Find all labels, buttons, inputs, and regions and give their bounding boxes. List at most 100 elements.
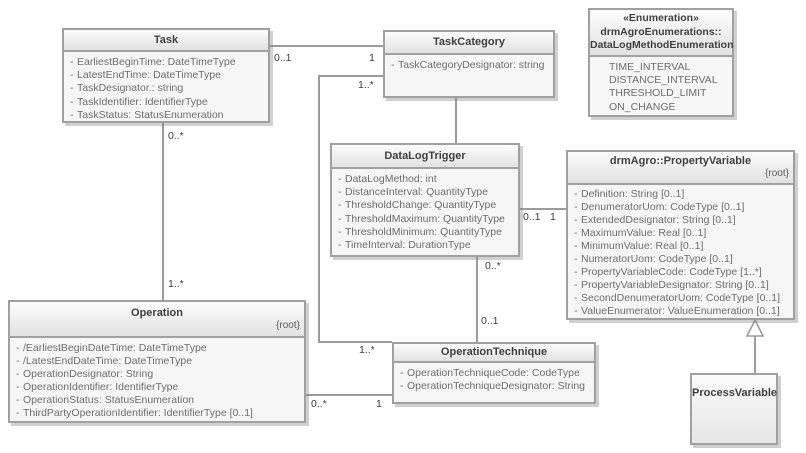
attribute-text: ValueEnumerator: ValueEnumeration [0..1]	[581, 305, 780, 317]
attribute-row: -TaskStatus: StatusEnumeration	[64, 109, 268, 122]
class-title-bar: drmAgro::PropertyVariable {root}	[568, 152, 793, 185]
attribute-text: OperationDesignator: String	[23, 368, 154, 380]
attribute-row: -Definition: String [0..1]	[568, 188, 793, 201]
visibility-marker: -	[391, 59, 395, 71]
attribute-row: -PropertyVariableCode: CodeType [1..*]	[568, 266, 793, 279]
connector-processvariable-propertyvariable[interactable]	[754, 336, 756, 373]
attribute-text: DistanceInterval: QuantityType	[345, 186, 488, 199]
visibility-marker: -	[338, 212, 342, 225]
class-taskcategory[interactable]: TaskCategory -TaskCategoryDesignator: st…	[383, 30, 555, 98]
visibility-marker: -	[70, 82, 74, 95]
attribute-row: -TimeInterval: DurationType	[332, 239, 518, 252]
enum-literal: ON_CHANGE	[609, 100, 676, 113]
multiplicity-label: 0..*	[485, 260, 501, 272]
connector-datalogtrigger-propertyvariable[interactable]	[520, 208, 566, 210]
visibility-marker: -	[574, 292, 578, 304]
attribute-row: -DataLogMethod: int	[332, 173, 518, 186]
attribute-list: -/EarliestBeginDateTime: DateTimeType-/L…	[10, 338, 304, 420]
attribute-row: -PropertyVariableDesignator: String [0..…	[568, 279, 793, 292]
multiplicity-label: 1..*	[359, 344, 375, 356]
attribute-row: -ThirdPartyOperationIdentifier: Identifi…	[10, 407, 304, 420]
connector-taskcategory-datalogtrigger[interactable]	[455, 98, 457, 143]
connector-taskcategory-operationtechnique-seg-bottom[interactable]	[318, 341, 392, 343]
visibility-marker: -	[16, 407, 20, 419]
enumeration-title-bar: «Enumeration» drmAgroEnumerations:: Data…	[590, 10, 734, 57]
enumeration-name: DataLogMethodEnumeration	[590, 39, 734, 52]
visibility-marker: -	[574, 240, 578, 252]
connector-operation-operationtechnique[interactable]	[306, 394, 392, 396]
attribute-row: -LatestEndTime: DateTimeType	[64, 69, 268, 82]
attribute-row: -MinimumValue: Real [0..1]	[568, 240, 793, 253]
visibility-marker: -	[574, 201, 578, 213]
attribute-text: NumeratorUom: CodeType [0..1]	[581, 253, 733, 265]
attribute-row: -DistanceInterval: QuantityType	[332, 186, 518, 199]
visibility-marker: -	[338, 225, 342, 238]
visibility-marker: -	[70, 95, 74, 108]
attribute-text: PropertyVariableCode: CodeType [1..*]	[581, 266, 762, 278]
attribute-text: LatestEndTime: DateTimeType	[77, 69, 221, 82]
multiplicity-label: 1..*	[168, 278, 184, 290]
visibility-marker: -	[400, 380, 404, 393]
class-title-bar: Task	[64, 30, 268, 52]
visibility-marker: -	[16, 381, 20, 393]
class-name: DataLogTrigger	[384, 149, 466, 162]
class-processvariable[interactable]: ProcessVariable	[690, 373, 778, 445]
generalization-arrowhead-icon	[746, 319, 764, 337]
visibility-marker: -	[16, 394, 20, 406]
attribute-row: -OperationIdentifier: IdentifierType	[10, 381, 304, 394]
attribute-list: -OperationTechniqueCode: CodeType-Operat…	[394, 363, 594, 393]
attribute-text: OperationTechniqueDesignator: String	[407, 380, 586, 393]
attribute-row: -ValueEnumerator: ValueEnumeration [0..1…	[568, 305, 793, 318]
multiplicity-label: 0..1	[274, 52, 292, 64]
attribute-text: TaskIdentifier: IdentifierType	[77, 95, 208, 108]
class-operationtechnique[interactable]: OperationTechnique -OperationTechniqueCo…	[392, 342, 596, 404]
root-tag: {root}	[276, 319, 300, 331]
class-title-bar: Operation {root}	[10, 302, 304, 338]
attribute-list: -Definition: String [0..1]-DenumeratorUo…	[568, 185, 793, 318]
class-datalogtrigger[interactable]: DataLogTrigger -DataLogMethod: int-Dista…	[330, 143, 520, 257]
visibility-marker: -	[16, 368, 20, 380]
attribute-row: -ThresholdMinimum: QuantityType	[332, 226, 518, 239]
class-operation[interactable]: Operation {root} -/EarliestBeginDateTime…	[8, 300, 306, 423]
visibility-marker: -	[574, 305, 578, 317]
connector-task-operation[interactable]	[162, 123, 164, 300]
connector-datalogtrigger-operationtechnique[interactable]	[476, 257, 478, 342]
visibility-marker: -	[574, 227, 578, 239]
multiplicity-label: 1	[376, 398, 382, 410]
attribute-row: -SecondDenumeratorUom: CodeType [0..1]	[568, 292, 793, 305]
attribute-list: -EarliestBeginTime: DateTimeType-LatestE…	[64, 52, 268, 122]
visibility-marker: -	[400, 367, 404, 379]
enum-literal: TIME_INTERVAL	[609, 61, 691, 73]
attribute-row: -OperationDesignator: String	[10, 368, 304, 381]
visibility-marker: -	[16, 342, 20, 354]
visibility-marker: -	[70, 108, 74, 121]
multiplicity-label: 0..*	[168, 130, 184, 142]
attribute-row: -ExtendedDesignator: String [0..1]	[568, 214, 793, 227]
attribute-text: TaskCategoryDesignator: string	[398, 59, 545, 71]
attribute-row: -TaskDesignator.: string	[64, 82, 268, 95]
root-tag: {root}	[765, 168, 789, 179]
class-title-bar: OperationTechnique	[394, 344, 594, 363]
class-task[interactable]: Task -EarliestBeginTime: DateTimeType-La…	[62, 28, 270, 123]
attribute-text: OperationStatus: StatusEnumeration	[23, 394, 195, 406]
enumeration-datalogmethodenumeration[interactable]: «Enumeration» drmAgroEnumerations:: Data…	[588, 8, 734, 117]
attribute-text: TaskStatus: StatusEnumeration	[77, 108, 224, 121]
attribute-text: /EarliestBeginDateTime: DateTimeType	[23, 342, 207, 354]
connector-taskcategory-operationtechnique-seg-vertical[interactable]	[318, 75, 320, 343]
attribute-text: ThresholdMaximum: QuantityType	[345, 212, 505, 225]
attribute-text: DenumeratorUom: CodeType [0..1]	[581, 201, 745, 213]
attribute-text: EarliestBeginTime: DateTimeType	[77, 56, 236, 68]
attribute-row: -DenumeratorUom: CodeType [0..1]	[568, 201, 793, 214]
multiplicity-label: 0..*	[311, 398, 327, 410]
class-propertyvariable[interactable]: drmAgro::PropertyVariable {root} -Defini…	[566, 150, 795, 320]
connector-task-taskcategory[interactable]	[270, 45, 383, 47]
attribute-text: Definition: String [0..1]	[581, 188, 685, 200]
attribute-text: SecondDenumeratorUom: CodeType [0..1]	[581, 292, 781, 304]
attribute-list: -TaskCategoryDesignator: string	[385, 55, 553, 72]
connector-taskcategory-operationtechnique-seg-top[interactable]	[318, 75, 383, 77]
attribute-row: -ThresholdChange: QuantityType	[332, 199, 518, 212]
visibility-marker: -	[70, 69, 74, 82]
multiplicity-label: 1..*	[358, 79, 374, 91]
